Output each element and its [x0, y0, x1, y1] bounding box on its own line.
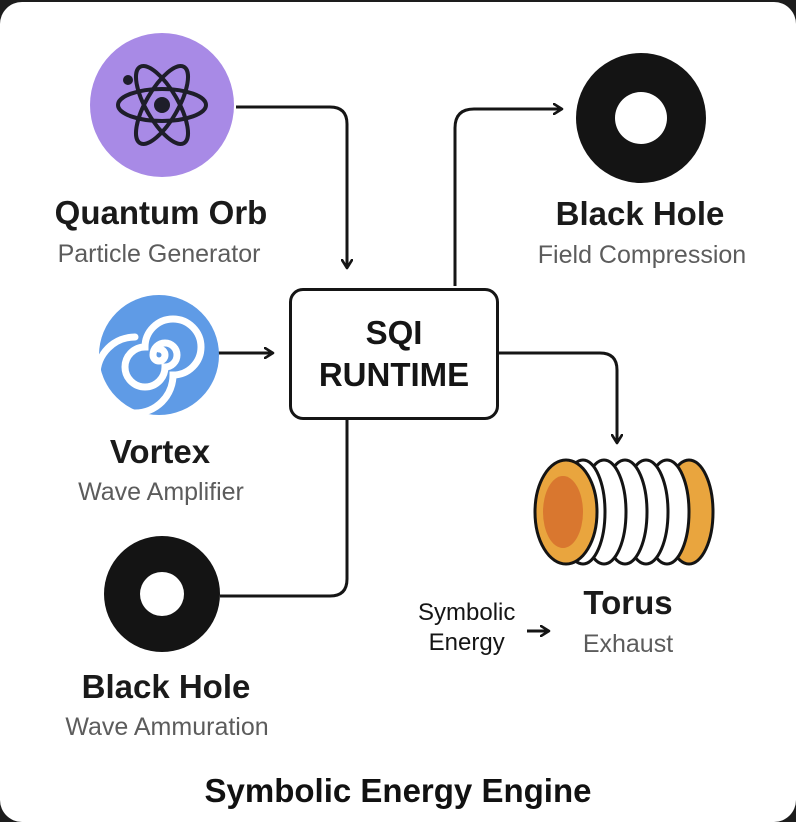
quantum-orb-subtitle: Particle Generator: [57, 240, 261, 268]
vortex-title: Vortex: [109, 433, 211, 470]
black-hole-bottom-subtitle: Wave Ammuration: [65, 713, 269, 741]
spiral-icon: [93, 295, 219, 417]
symbolic-energy-line1: Symbolic: [418, 599, 516, 626]
torus-title: Torus: [583, 584, 673, 621]
diagram-canvas: [90, 33, 715, 652]
black-hole-bottom-title: Black Hole: [81, 668, 251, 705]
ring-icon: [104, 536, 220, 652]
atom-icon: [90, 33, 234, 177]
ring-icon: [576, 53, 706, 183]
torus-subtitle: Exhaust: [582, 630, 674, 658]
arrow-runtime-to-torus: [499, 351, 617, 443]
black-hole-top-title: Black Hole: [555, 195, 725, 232]
arrow-runtime-to-blackhole: [453, 109, 562, 286]
symbolic-energy-line2: Energy: [428, 629, 505, 656]
runtime-label-line1: SQI: [365, 314, 423, 351]
black-hole-top-subtitle: Field Compression: [537, 241, 747, 269]
vortex-subtitle: Wave Amplifier: [78, 478, 244, 506]
symbolic-energy-note: Symbolic Energy: [418, 598, 515, 658]
runtime-box: SQI RUNTIME: [289, 288, 499, 420]
quantum-orb-title: Quantum Orb: [54, 194, 268, 231]
torus-icon: [533, 458, 715, 566]
runtime-label-line2: RUNTIME: [318, 356, 470, 393]
line-blackhole-to-runtime: [220, 420, 349, 598]
arrow-orb-to-runtime: [236, 105, 347, 268]
footer-title: Symbolic Energy Engine: [204, 772, 592, 809]
